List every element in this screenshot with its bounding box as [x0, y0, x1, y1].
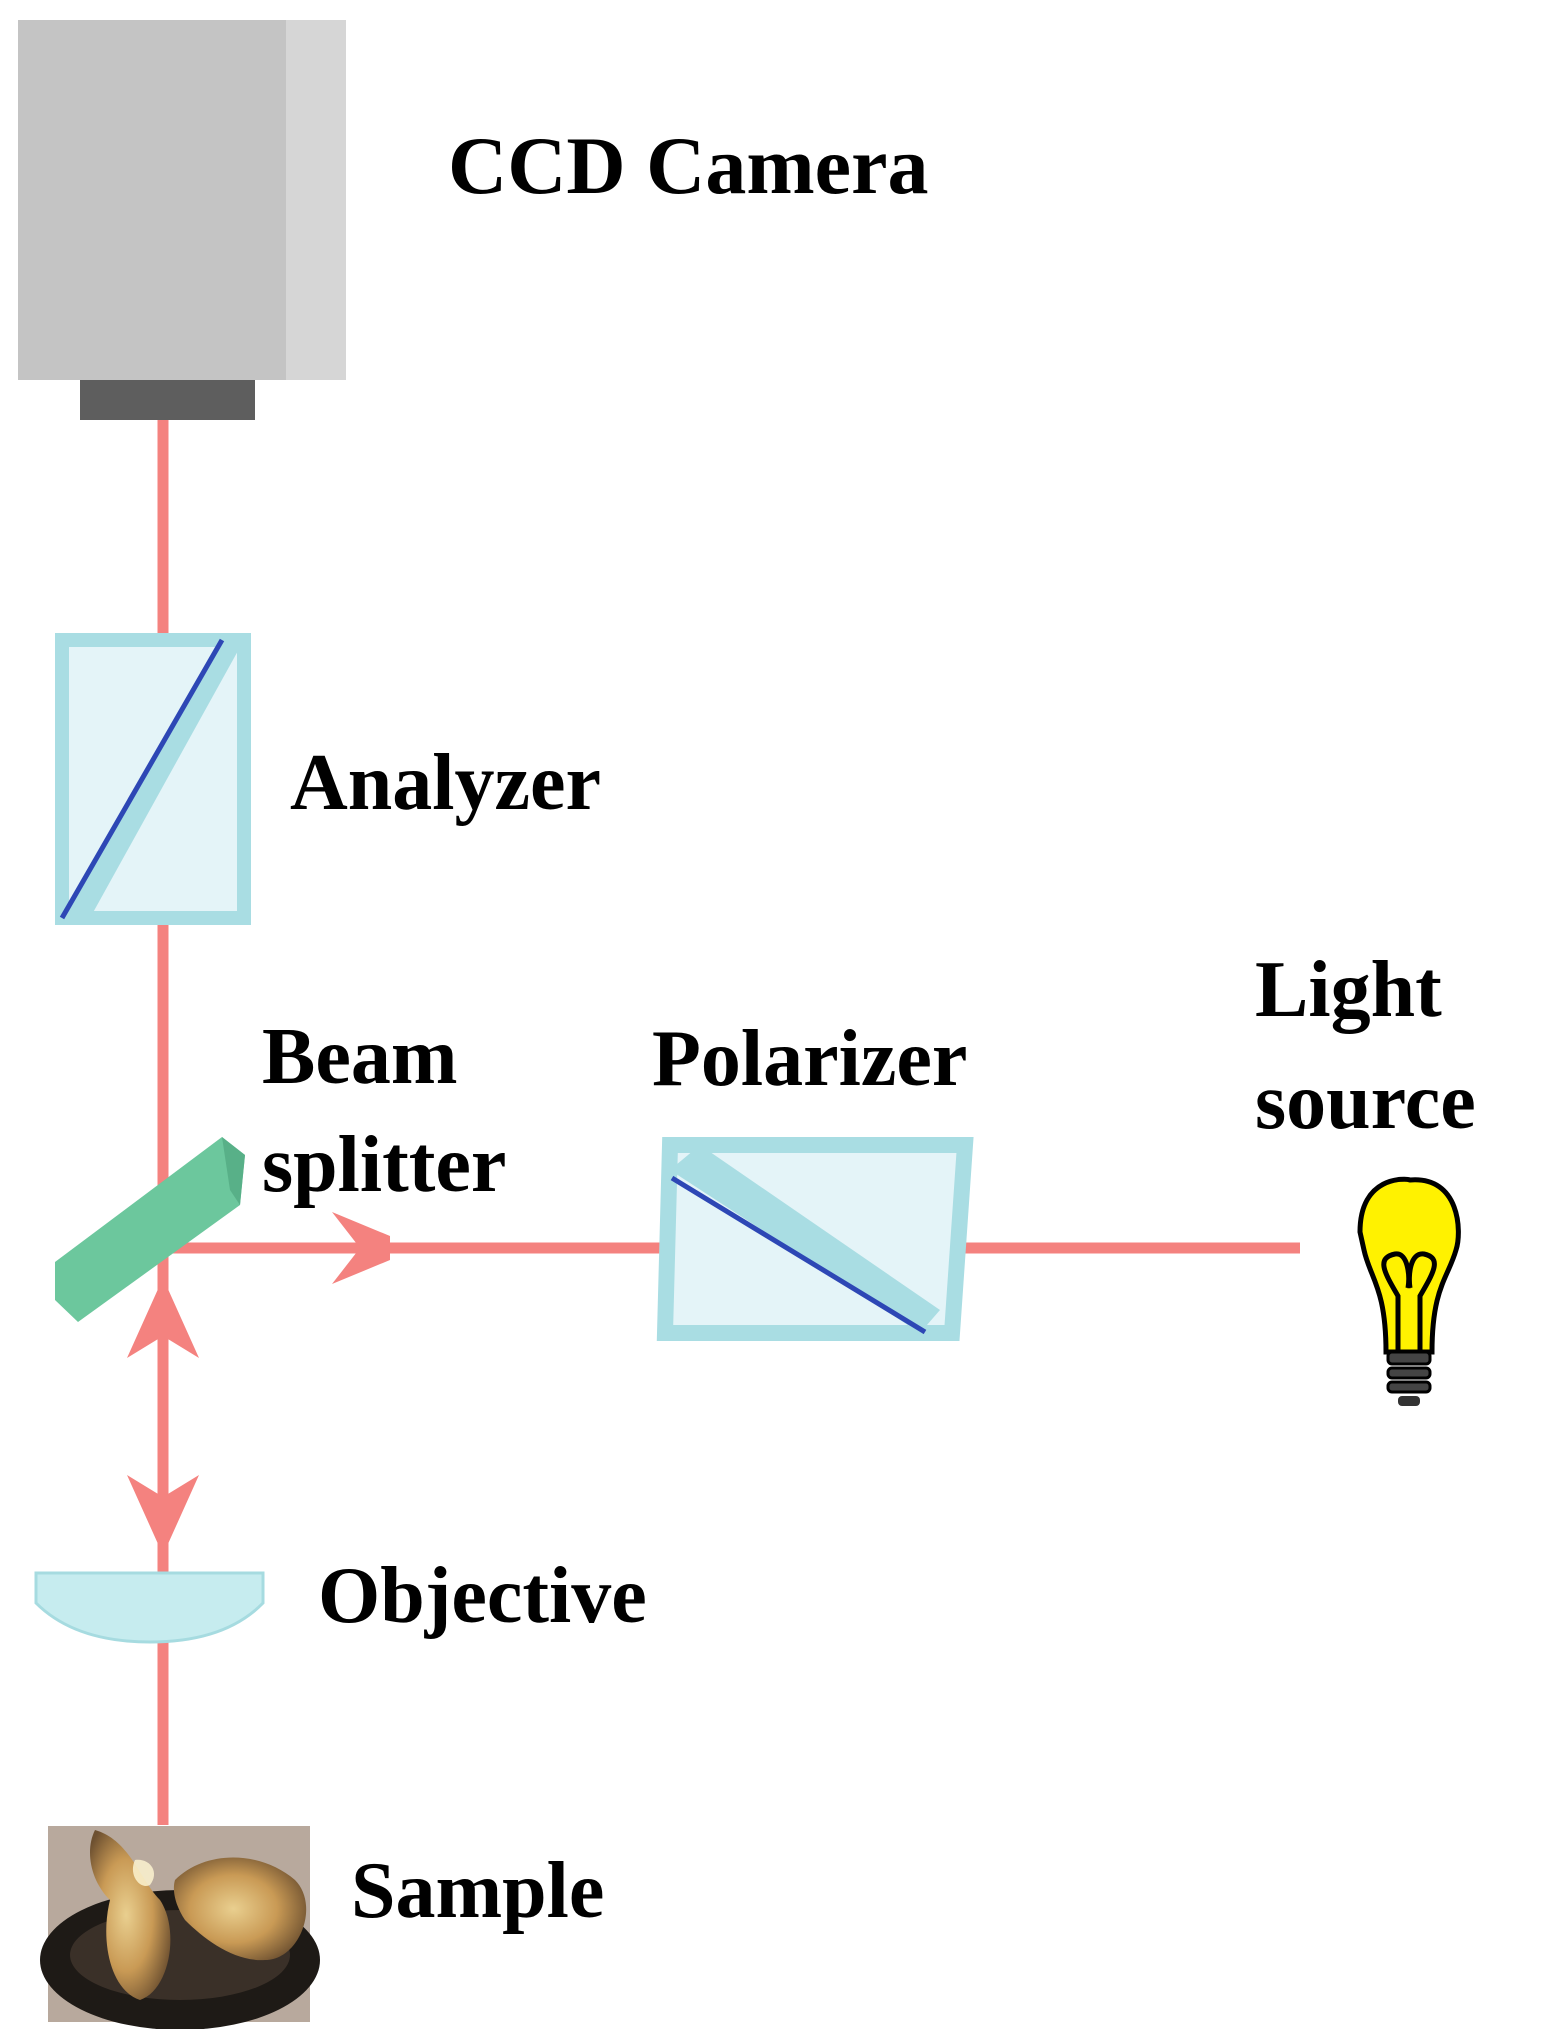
analyzer-prism [55, 633, 251, 925]
beam-splitter [55, 1137, 245, 1322]
ccd-camera-label: CCD Camera [448, 120, 929, 211]
polarizer-polarizing-surface [670, 1175, 927, 1335]
beam-splitter-label-line2: splitter [262, 1121, 507, 1209]
objective-lens [34, 1571, 265, 1644]
objective-label: Objective [318, 1552, 647, 1640]
beam-splitter-label-line1: Beam [262, 1013, 458, 1101]
sample-label: Sample [351, 1847, 605, 1935]
beam-arrow-down [127, 1475, 199, 1555]
beam-arrow-up [127, 1278, 199, 1358]
light-source-label: Light source [1255, 934, 1476, 1158]
beam-splitter-label: Beam splitter [262, 1003, 506, 1219]
analyzer-polarizing-surface [59, 638, 225, 920]
light-source-label-line2: source [1255, 1058, 1476, 1146]
polarizer-label: Polarizer [652, 1015, 968, 1103]
beam-arrow-left [332, 1212, 390, 1284]
light-bulb-icon [1357, 1176, 1461, 1406]
light-source-label-line1: Light [1255, 946, 1442, 1034]
sample-photo-icon [40, 1826, 320, 2030]
ccd-camera-icon [18, 20, 346, 420]
polarizer-prism [656, 1137, 974, 1341]
analyzer-label: Analyzer [290, 739, 602, 827]
